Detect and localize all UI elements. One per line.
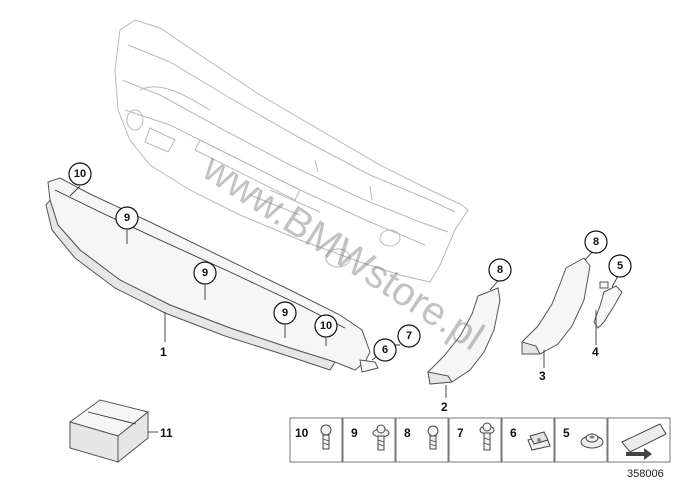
legend-number: 10 — [295, 426, 309, 440]
legend-cell: 5 — [554, 417, 608, 463]
legend-number: 7 — [457, 426, 464, 440]
callout-9-middle: 9 — [193, 261, 217, 285]
part-label-1: 1 — [160, 345, 167, 359]
callout-text: 5 — [617, 260, 623, 272]
part-label-4: 4 — [592, 345, 599, 359]
callout-text: 8 — [593, 236, 599, 248]
collar-screw-icon — [372, 424, 390, 451]
callout-text: 9 — [124, 212, 130, 224]
part-label-2: 2 — [441, 400, 448, 414]
callout-9-right: 9 — [273, 301, 297, 325]
part-label-11: 11 — [160, 426, 173, 440]
callout-text: 9 — [202, 267, 208, 279]
screw-icon — [320, 424, 332, 450]
callout-8-right: 8 — [584, 230, 608, 254]
side-trim-left-part — [427, 287, 501, 385]
callout-10-bottom: 10 — [314, 314, 338, 338]
callout-text: 7 — [406, 330, 412, 342]
callout-text: 10 — [320, 320, 332, 332]
hardware-legend: 10 9 8 — [289, 417, 671, 463]
callout-7: 7 — [397, 324, 421, 348]
legend-cell: 6 — [501, 417, 555, 463]
callout-text: 9 — [282, 307, 288, 319]
leader-lines — [69, 185, 619, 433]
legend-cell: 10 — [289, 417, 343, 463]
bumper-outline — [114, 19, 469, 283]
collar-screw-icon — [479, 422, 495, 451]
legend-number: 9 — [351, 426, 358, 440]
callout-6: 6 — [373, 338, 397, 362]
callout-text: 8 — [497, 264, 503, 276]
bracket-part — [593, 281, 623, 329]
part-label-3: 3 — [539, 369, 546, 383]
arrow-plate-icon — [621, 423, 667, 460]
callout-10-top: 10 — [68, 162, 92, 186]
callout-5: 5 — [608, 254, 632, 278]
legend-cell: 9 — [342, 417, 396, 463]
legend-cell: 8 — [395, 417, 449, 463]
legend-number: 6 — [510, 426, 517, 440]
legend-cell: 7 — [448, 417, 502, 463]
callout-text: 6 — [382, 344, 388, 356]
callout-8-left: 8 — [488, 258, 512, 282]
legend-cell — [607, 417, 671, 463]
screw-icon — [427, 425, 439, 450]
side-trim-right-part — [521, 257, 591, 355]
legend-number: 5 — [563, 426, 570, 440]
callout-text: 10 — [74, 168, 86, 180]
foam-block-part — [68, 399, 150, 464]
grommet-icon — [580, 433, 604, 449]
diagram-id: 358006 — [627, 468, 664, 480]
legend-number: 8 — [404, 426, 411, 440]
callout-9-left: 9 — [115, 206, 139, 230]
clip-nut-icon — [527, 431, 551, 451]
